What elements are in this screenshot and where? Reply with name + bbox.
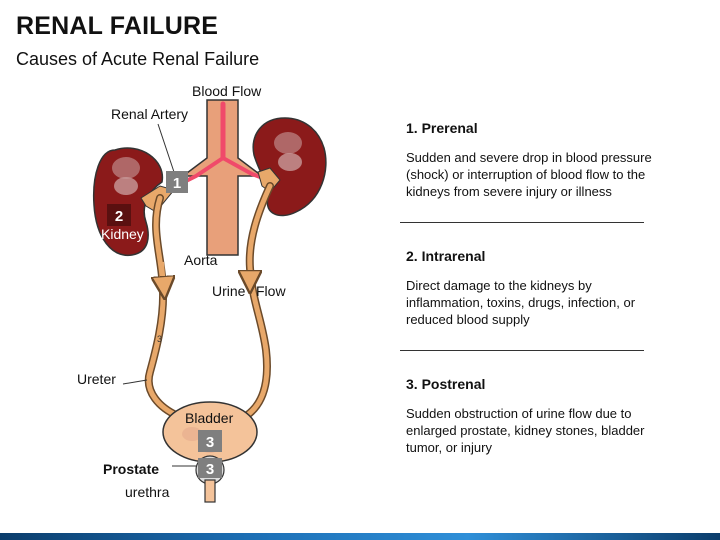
label-bladder: Bladder — [185, 410, 234, 426]
pointer-lines — [122, 123, 196, 467]
right-ureter — [246, 182, 274, 420]
page-title: RENAL FAILURE — [16, 12, 219, 40]
divider — [400, 222, 644, 223]
cause-heading: 1. Prerenal — [406, 120, 478, 136]
cause-postrenal: 3. Postrenal Sudden obstruction of urine… — [400, 376, 660, 456]
cause-heading: 2. Intrarenal — [406, 248, 486, 264]
page-subtitle: Causes of Acute Renal Failure — [16, 49, 260, 69]
label-ureter: Ureter — [77, 371, 116, 387]
cause-description: Sudden and severe drop in blood pressure… — [406, 150, 652, 199]
marker-1-renal-artery: 1 — [166, 171, 188, 193]
label-renal-artery: Renal Artery — [111, 106, 188, 122]
svg-text:2: 2 — [115, 208, 123, 225]
label-prostate: Prostate — [103, 461, 159, 477]
cause-prerenal: 1. Prerenal Sudden and severe drop in bl… — [400, 120, 660, 200]
divider — [400, 350, 644, 351]
left-ureter — [144, 194, 182, 420]
left-kidney — [92, 147, 175, 256]
footer-bar — [0, 533, 720, 540]
label-kidney: Kidney — [101, 226, 144, 242]
label-urine: Urine — [212, 283, 246, 299]
aorta — [180, 99, 265, 256]
label-urethra: urethra — [125, 484, 170, 500]
marker-3-ureter: 3 — [157, 334, 162, 344]
cause-heading: 3. Postrenal — [406, 376, 486, 392]
marker-3-prostate: 3 — [198, 458, 222, 478]
svg-text:1: 1 — [173, 175, 181, 192]
svg-text:3: 3 — [206, 434, 214, 451]
cause-description: Sudden obstruction of urine flow due to … — [406, 406, 645, 455]
svg-text:3: 3 — [206, 461, 214, 478]
cause-description: Direct damage to the kidneys by inflamma… — [406, 278, 636, 327]
cause-intrarenal: 2. Intrarenal Direct damage to the kidne… — [400, 248, 660, 328]
label-blood-flow: Blood Flow — [192, 83, 262, 99]
urethra — [204, 479, 216, 503]
label-flow: Flow — [256, 283, 286, 299]
label-aorta: Aorta — [184, 252, 218, 268]
marker-2-kidney: 2 — [107, 204, 131, 226]
marker-3-bladder: 3 — [198, 430, 222, 452]
